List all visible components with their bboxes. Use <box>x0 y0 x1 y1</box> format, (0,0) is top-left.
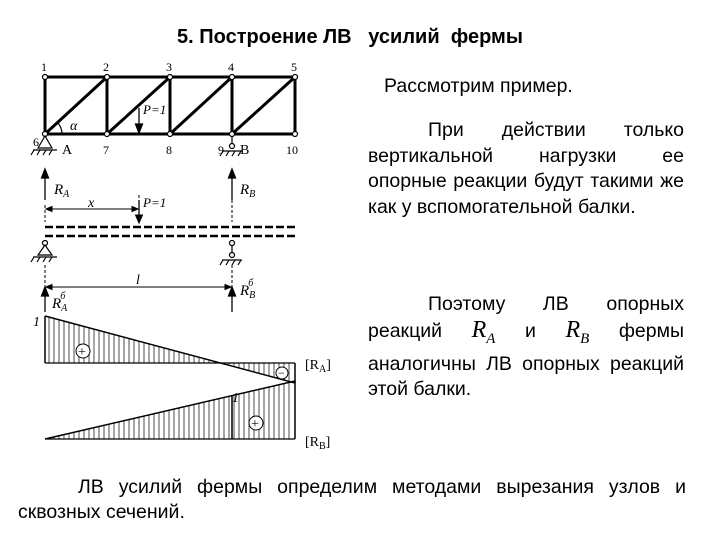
truss-support-a <box>30 134 57 156</box>
paragraph-1-text: При действии только вертикальной нагрузк… <box>368 119 684 218</box>
x-label: x <box>87 196 95 211</box>
rb-beam-label: RBб <box>239 278 255 301</box>
ra-symbol: RA <box>471 316 496 347</box>
diag-6-2 <box>43 75 109 136</box>
reaction-arrows-beam <box>40 285 237 312</box>
node-7 <box>103 130 111 138</box>
ra-label: RA <box>53 182 70 200</box>
diag-9-5 <box>230 75 297 136</box>
rb-slope <box>44 380 296 440</box>
rb-unit-label: 1 <box>232 391 239 406</box>
page-title: 5. Построение ЛВ усилий фермы <box>177 26 523 48</box>
node-label-6: 6 <box>33 135 39 149</box>
auxiliary-beam <box>44 195 295 238</box>
beam-support-a <box>30 239 57 263</box>
node-8 <box>166 130 174 138</box>
ra-plus-sign: + <box>78 345 86 360</box>
truss-load-arrow <box>134 108 144 135</box>
support-a-label: A <box>62 143 73 158</box>
node-label-1: 1 <box>41 60 47 74</box>
paragraph-2-start: Поэтому ЛВ опорных реакций <box>368 293 684 342</box>
node-label-10: 10 <box>286 143 298 157</box>
reaction-arrows-truss <box>40 167 237 200</box>
truss-influence-diagram: 1 2 3 4 5 6 7 8 9 10 α A B P=1 RA <box>30 60 331 452</box>
influence-line-ra <box>44 315 296 384</box>
beam-support-b <box>219 239 242 266</box>
paragraph-2-text: Поэтому ЛВ опорных реакций RA и RB фермы… <box>368 292 684 403</box>
node-9 <box>228 130 236 138</box>
beam-load-label: P=1 <box>142 195 166 210</box>
ra-beam-label: RAб <box>51 291 68 314</box>
node-label-4: 4 <box>228 60 234 74</box>
node-labels: 1 2 3 4 5 6 7 8 9 10 α A B <box>33 60 298 158</box>
node-label-9: 9 <box>218 143 224 157</box>
node-4 <box>228 73 236 81</box>
node-2 <box>103 73 111 81</box>
node-label-8: 8 <box>166 143 172 157</box>
rb-label: RB <box>239 182 255 200</box>
paragraph-influence-lines: Поэтому ЛВ опорных реакций RA и RB фермы… <box>368 292 684 403</box>
ra-minus-sign: − <box>278 366 285 380</box>
ra-hatching <box>48 317 290 382</box>
lv-ra-label: [RA] <box>305 358 331 375</box>
ra-slope <box>44 315 296 384</box>
conjunction: и <box>525 319 536 342</box>
angle-arc <box>56 121 63 135</box>
rb-symbol: RB <box>565 316 590 347</box>
ra-unit-label: 1 <box>33 315 40 330</box>
rb-plus-sign: + <box>251 417 259 432</box>
node-label-5: 5 <box>291 60 297 74</box>
span-label: l <box>136 273 140 288</box>
angle-label: α <box>70 119 78 134</box>
lv-rb-label: [RB] <box>305 435 330 452</box>
paragraph-support-reactions: При действии только вертикальной нагрузк… <box>368 118 684 220</box>
intro-text: Рассмотрим пример. <box>384 75 573 97</box>
truss-nodes <box>41 73 299 138</box>
conclusion-text: ЛВ усилий фермы определим методами вырез… <box>18 476 686 523</box>
node-3 <box>166 73 174 81</box>
ra-minus-circle <box>275 366 289 380</box>
paragraph-2-end: фермы аналогичны ЛВ опорных реакций этой… <box>368 319 685 401</box>
truss-load-label: P=1 <box>142 102 166 117</box>
node-label-7: 7 <box>103 143 109 157</box>
ra-plus-circle <box>75 343 91 359</box>
node-label-2: 2 <box>103 60 109 74</box>
rb-plus-circle <box>248 415 264 431</box>
influence-line-rb <box>44 380 296 440</box>
diag-7-3 <box>105 75 172 136</box>
span-dimension <box>44 265 233 291</box>
truss <box>43 75 297 136</box>
support-b-label: B <box>240 143 249 158</box>
truss-support-b <box>219 136 242 157</box>
rb-hatching <box>48 382 290 439</box>
node-10 <box>291 130 299 138</box>
node-1 <box>41 73 49 81</box>
node-5 <box>291 73 299 81</box>
node-label-3: 3 <box>166 60 172 74</box>
diag-8-4 <box>168 75 234 136</box>
